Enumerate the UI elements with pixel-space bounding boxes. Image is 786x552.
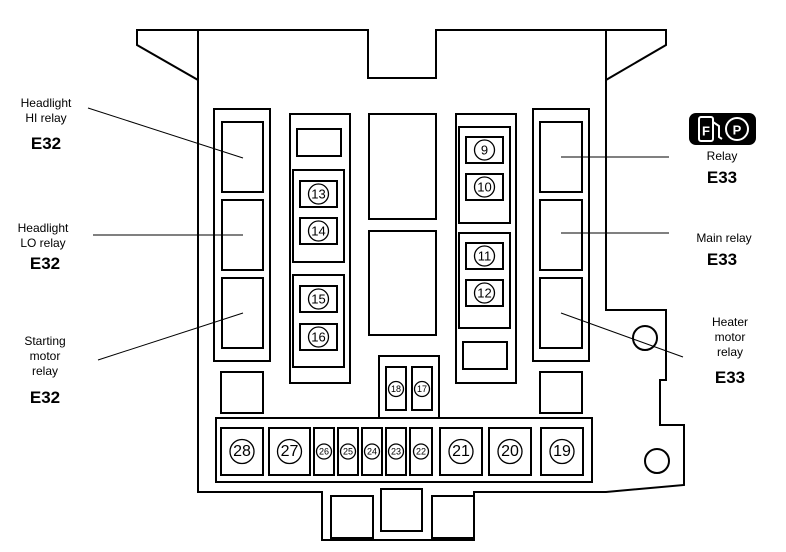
fuse-28-number: 28 [233, 443, 251, 460]
center-block-bottom [368, 230, 437, 336]
label-starting-motor: Starting motor relay [24, 334, 66, 378]
relay-column-right [532, 108, 590, 362]
label-headlight-hi: Headlight HI relay [20, 96, 72, 125]
bottom-block [380, 488, 423, 532]
fuse-20-number: 20 [501, 443, 519, 460]
fuse-11-number: 11 [478, 249, 492, 264]
fuse-row-bottom [215, 417, 593, 483]
small-block [462, 341, 508, 370]
fuse-21-number: 21 [452, 443, 470, 460]
fuse-17-number: 17 [417, 384, 427, 394]
code-main-relay: E33 [706, 250, 738, 269]
small-block [539, 371, 583, 414]
relay-main [539, 199, 583, 271]
fuse-18-number: 18 [391, 384, 401, 394]
bottom-block [330, 495, 374, 539]
fuel-pump-parking-icon: F P [689, 113, 756, 145]
fuse-13-number: 13 [311, 187, 325, 202]
mounting-hole [632, 325, 658, 351]
svg-text:P: P [733, 123, 742, 138]
label-relay: Relay [706, 149, 738, 163]
fuse-group [292, 169, 345, 263]
fuse-22-number: 22 [416, 447, 426, 457]
fuse-group [458, 232, 511, 329]
fuse-group [458, 126, 511, 224]
fuse-box-outline [136, 29, 685, 541]
fuse-column-right [455, 113, 517, 384]
fuse-15-number: 15 [311, 292, 325, 307]
label-headlight-lo: Headlight LO relay [17, 221, 69, 250]
fuse-group [292, 274, 345, 368]
fuse-27-number: 27 [281, 443, 299, 460]
fuse-19-number: 19 [553, 443, 571, 460]
fuse-12-number: 12 [477, 286, 491, 301]
relay-heater-motor [539, 277, 583, 349]
fuse-25-number: 25 [343, 447, 353, 457]
code-headlight-hi: E32 [30, 134, 62, 153]
label-main-relay: Main relay [696, 231, 752, 245]
fuse-10-number: 10 [477, 180, 491, 195]
fuse-column-left [289, 113, 351, 384]
fuse-23-number: 23 [391, 447, 401, 457]
fuse-26-number: 26 [319, 447, 329, 457]
small-block [220, 371, 264, 414]
svg-text:F: F [702, 124, 710, 139]
label-heater-motor: Heater motor relay [711, 315, 749, 359]
code-heater-motor: E33 [714, 368, 746, 387]
fuse-16-number: 16 [311, 330, 325, 345]
relay-headlight-hi [221, 121, 264, 193]
fuse-14-number: 14 [311, 224, 325, 239]
bottom-block [431, 495, 475, 539]
small-block [296, 128, 342, 157]
fuse-housing-17-18 [378, 355, 440, 417]
code-headlight-lo: E32 [29, 254, 61, 273]
code-starting-motor: E32 [29, 388, 61, 407]
leader-line [97, 312, 244, 361]
fuse-24-number: 24 [367, 447, 377, 457]
fuse-9-number: 9 [481, 143, 488, 158]
leader-line [560, 312, 684, 358]
leader-line [87, 107, 244, 159]
code-relay: E33 [706, 168, 738, 187]
center-block-top [368, 113, 437, 220]
relay-starting-motor [221, 277, 264, 349]
mounting-hole [644, 448, 670, 474]
